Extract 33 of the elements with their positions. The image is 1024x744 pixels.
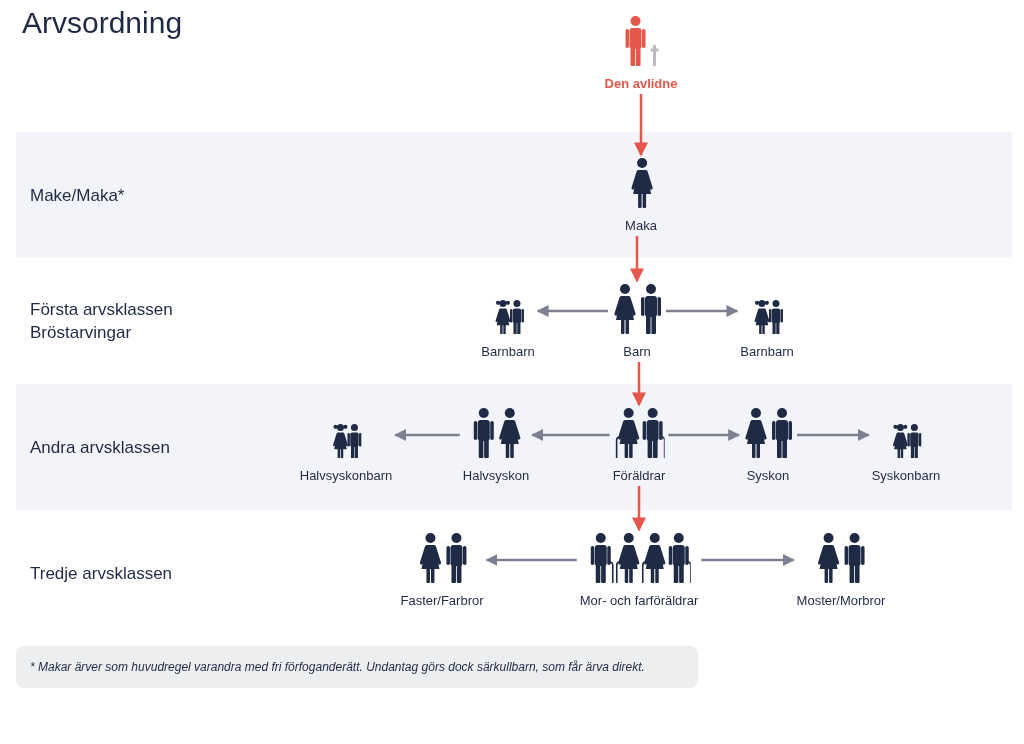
diagram-title: Arvsordning (22, 6, 183, 40)
arrow (536, 305, 608, 317)
person-label: Moster/Morbror (796, 593, 886, 608)
arrow (394, 429, 460, 441)
row-band (16, 132, 1012, 258)
person-label: Faster/Farbror (400, 593, 484, 608)
arrow (632, 486, 646, 532)
person-label: Halvsyskonbarn (299, 468, 393, 483)
person-label: Syskonbarn (871, 468, 941, 483)
arrow (531, 429, 610, 441)
person-label: Föräldrar (612, 468, 666, 483)
arrow (630, 236, 644, 283)
row-band (16, 384, 1012, 510)
arrow (797, 429, 870, 441)
person-label: Barnbarn (740, 344, 794, 359)
row-heading: Första arvsklassen Bröstarvingar (30, 299, 174, 344)
arrow (701, 554, 795, 566)
arrow (485, 554, 577, 566)
person-label: Barn (623, 344, 651, 359)
person-label: Mor- och farföräldrar (579, 593, 699, 608)
arrow (668, 429, 741, 441)
person-label: Barnbarn (481, 344, 535, 359)
person-label: Syskon (746, 468, 790, 483)
arrow (634, 94, 648, 157)
row-heading: Tredje arvsklassen (30, 562, 174, 585)
person-label: Halvsyskon (462, 468, 530, 483)
arrow (666, 305, 739, 317)
row-heading: Make/Maka* (30, 184, 126, 207)
row-heading: Andra arvsklassen (30, 436, 171, 459)
arrow (632, 362, 646, 407)
person-label: Den avlidne (604, 76, 678, 91)
footnote: * Makar ärver som huvudregel varandra med fri förfoganderätt. Undantag görs dock särkullbarn, som får ärva direkt. (16, 646, 698, 688)
person-label: Maka (625, 218, 657, 233)
